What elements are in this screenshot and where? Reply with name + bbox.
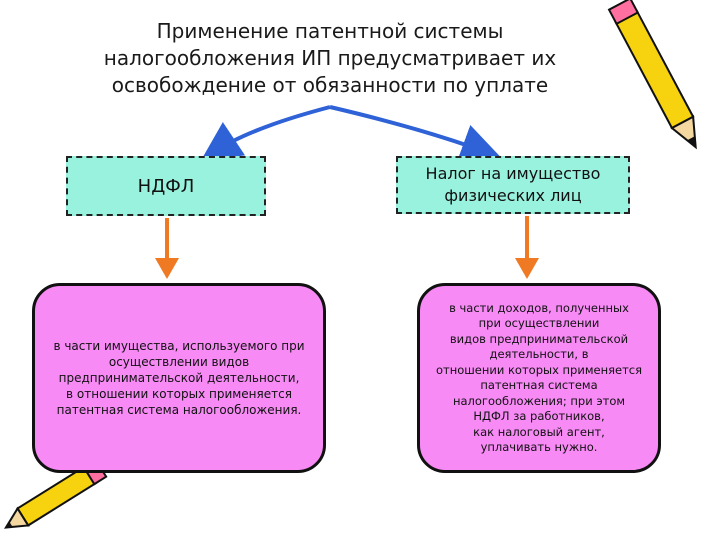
property-tax-box: Налог на имущество физических лиц: [396, 156, 630, 214]
ndfl-box: НДФЛ: [66, 156, 266, 216]
arrow-to-ndfl: [200, 105, 331, 161]
right-card-text: в части доходов, полученных при осуществ…: [417, 283, 661, 473]
pencil-icon: [607, 0, 697, 150]
arrow-property-to-card: [515, 216, 539, 279]
arrow-to-property: [329, 105, 502, 163]
left-card-text: в части имущества, используемого при осу…: [32, 283, 326, 473]
arrow-ndfl-to-card: [155, 218, 179, 279]
page-title: Применение патентной системы налогооблож…: [103, 19, 557, 97]
